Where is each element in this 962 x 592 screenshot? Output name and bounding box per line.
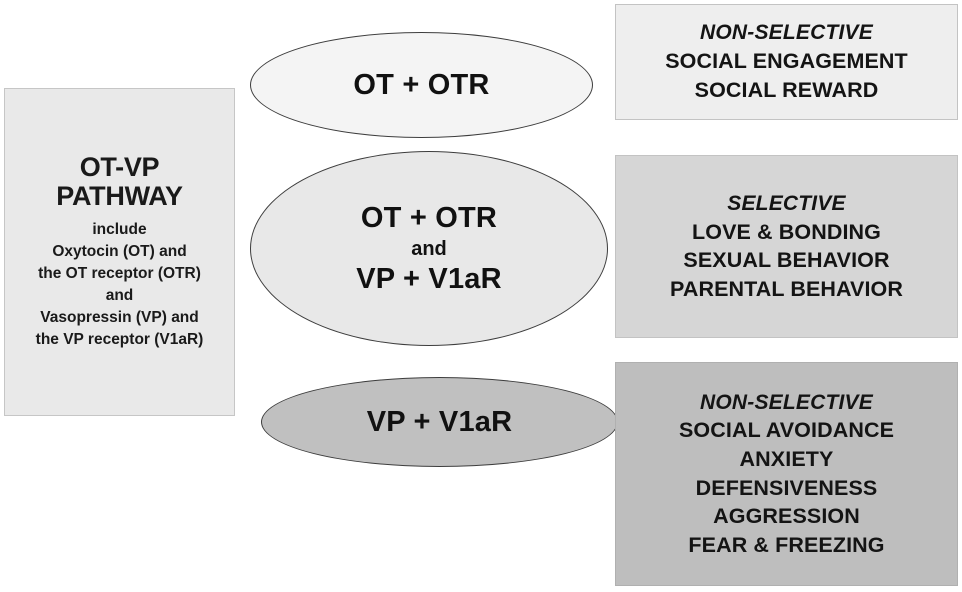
- outcome-box-non-selective-avoidance: NON-SELECTIVE SOCIAL AVOIDANCE ANXIETY D…: [615, 362, 958, 586]
- outcome-item: LOVE & BONDING: [692, 219, 881, 244]
- pathway-title-line-2: PATHWAY: [56, 181, 183, 211]
- outcome-item: FEAR & FREEZING: [688, 532, 885, 557]
- node-label: VP + V1aR: [356, 262, 502, 295]
- node-label: OT + OTR: [353, 68, 490, 101]
- outcome-item: SOCIAL REWARD: [694, 77, 879, 102]
- node-label: VP + V1aR: [366, 405, 513, 438]
- pathway-detail-line: Oxytocin (OT) and: [52, 243, 187, 261]
- pathway-detail-line: the VP receptor (V1aR): [35, 331, 204, 349]
- pathway-panel: OT-VP PATHWAY include Oxytocin (OT) and …: [4, 88, 235, 416]
- pathway-detail-line: Vasopressin (VP) and: [40, 309, 199, 327]
- outcome-item: SOCIAL AVOIDANCE: [678, 418, 895, 443]
- outcome-heading: NON-SELECTIVE: [700, 21, 873, 45]
- pathway-detail-line: include: [92, 221, 147, 239]
- outcome-box-selective-bonding: SELECTIVE LOVE & BONDING SEXUAL BEHAVIOR…: [615, 155, 958, 338]
- pathway-detail-line: and: [105, 287, 134, 305]
- pathway-panel-title: OT-VP PATHWAY: [56, 151, 183, 211]
- outcome-heading: NON-SELECTIVE: [700, 390, 873, 414]
- node-ellipse-ot-otr: OT + OTR: [250, 32, 593, 138]
- outcome-item: PARENTAL BEHAVIOR: [669, 276, 904, 301]
- node-ellipse-ot-otr-and-vp-v1ar: OT + OTR and VP + V1aR: [250, 151, 608, 346]
- node-label: OT + OTR: [360, 202, 498, 235]
- pathway-detail-line: the OT receptor (OTR): [38, 265, 201, 283]
- outcome-item: ANXIETY: [739, 447, 834, 472]
- outcome-heading: SELECTIVE: [727, 191, 846, 215]
- node-ellipse-vp-v1ar: VP + V1aR: [261, 377, 618, 467]
- outcome-item: SEXUAL BEHAVIOR: [683, 248, 890, 273]
- pathway-title-line-1: OT-VP: [79, 151, 160, 182]
- outcome-box-non-selective-social: NON-SELECTIVE SOCIAL ENGAGEMENT SOCIAL R…: [615, 4, 958, 120]
- outcome-item: AGGRESSION: [713, 504, 860, 529]
- outcome-item: SOCIAL ENGAGEMENT: [665, 49, 908, 74]
- pathway-panel-details: include Oxytocin (OT) and the OT recepto…: [36, 219, 204, 351]
- outcome-item: DEFENSIVENESS: [695, 475, 878, 500]
- node-connector-label: and: [411, 237, 447, 260]
